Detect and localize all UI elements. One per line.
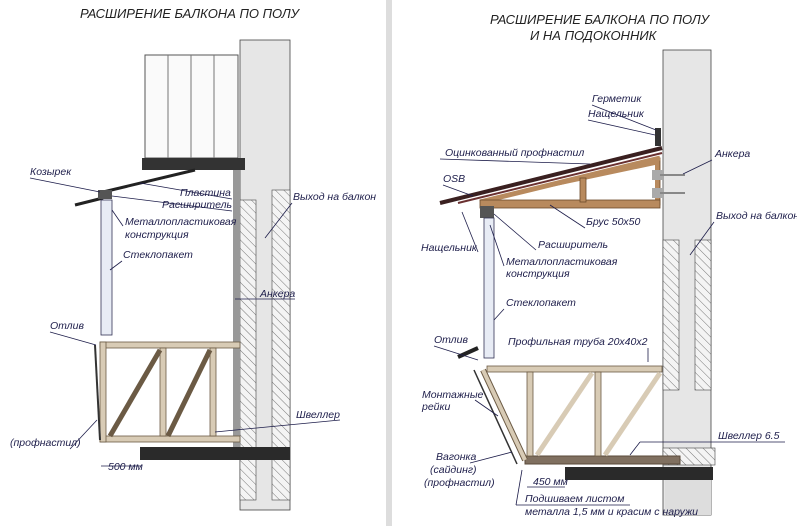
label-drip: Отлив: [434, 334, 468, 346]
osb: [457, 152, 663, 204]
label-exit: Выход на балкон: [716, 210, 797, 222]
glass-unit: [483, 217, 495, 359]
label-beam: Брус 50х50: [586, 216, 641, 228]
label-cladding-line1: Вагонка: [436, 451, 476, 463]
label-underside-line2: металла 1,5 мм и красим с наружи: [525, 506, 698, 518]
label-flashing-left: Нащельник: [421, 242, 478, 254]
wall-hatch: [271, 189, 291, 501]
label-frame-line1: Металлопластиковая: [125, 216, 237, 228]
slab: [565, 467, 713, 480]
label-channel: Швеллер 6.5: [718, 430, 780, 442]
label-rails-line1: Монтажные: [422, 389, 484, 401]
upper-slab: [142, 158, 245, 170]
roofing-sheet: [439, 146, 663, 205]
beam-50x50: [479, 199, 661, 209]
left-title: РАСШИРЕНИЕ БАЛКОНА ПО ПОЛУ: [80, 6, 301, 21]
label-flashing-top: Нащельник: [588, 108, 645, 120]
floor-truss: [99, 341, 241, 443]
label-frame-line2: конструкция: [125, 229, 189, 241]
label-underside-line1: Подшиваем листом: [525, 493, 624, 505]
floor-truss: [473, 365, 681, 465]
left-diagram: РАСШИРЕНИЕ БАЛКОНА ПО ПОЛУ Козырек: [10, 6, 376, 511]
label-exit: Выход на балкон: [293, 191, 376, 203]
dimension-500: 500 мм: [108, 461, 143, 473]
label-sealant: Герметик: [592, 93, 642, 105]
right-diagram: РАСШИРЕНИЕ БАЛКОНА ПО ПОЛУ И НА ПОДОКОНН…: [421, 12, 797, 518]
label-extender: Расширитель: [538, 239, 608, 251]
canopy: [102, 168, 196, 194]
label-drip: Отлив: [50, 320, 84, 332]
label-osb: OSB: [443, 173, 465, 185]
label-glass: Стеклопакет: [123, 249, 193, 261]
label-anchors: Анкера: [714, 148, 750, 160]
label-pipe: Профильная труба 20х40х2: [508, 336, 648, 348]
dimension-450: 450 мм: [533, 476, 568, 488]
label-cladding-line3: (профнастил): [424, 477, 495, 489]
label-roofing: Оцинкованный профнастил: [445, 147, 584, 159]
right-title-line2: И НА ПОДОКОННИК: [530, 28, 658, 43]
label-frame-line1: Металлопластиковая: [506, 256, 618, 268]
label-anchors: Анкера: [259, 288, 295, 300]
right-title-line1: РАСШИРЕНИЕ БАЛКОНА ПО ПОЛУ: [490, 12, 711, 27]
drip-edge: [457, 346, 479, 359]
top-flashing: [655, 128, 661, 146]
label-frame-line2: конструкция: [506, 268, 570, 280]
label-profsheet: (профнастил): [10, 437, 81, 449]
glass-unit: [100, 199, 113, 336]
label-plate: Пластина: [180, 187, 231, 199]
label-rails-line2: рейки: [421, 401, 450, 413]
label-canopy: Козырек: [30, 166, 72, 178]
label-extender: Расширитель: [162, 199, 232, 211]
extender: [98, 190, 112, 199]
extender: [480, 206, 494, 218]
slab: [140, 447, 290, 460]
anchors: [652, 170, 685, 198]
panel-divider: [386, 0, 392, 526]
label-cladding-line2: (сайдинг): [430, 464, 477, 476]
label-glass: Стеклопакет: [506, 297, 576, 309]
label-channel: Швеллер: [296, 409, 340, 421]
upper-balcony-railing: [144, 54, 239, 159]
wall-post: [233, 170, 240, 450]
